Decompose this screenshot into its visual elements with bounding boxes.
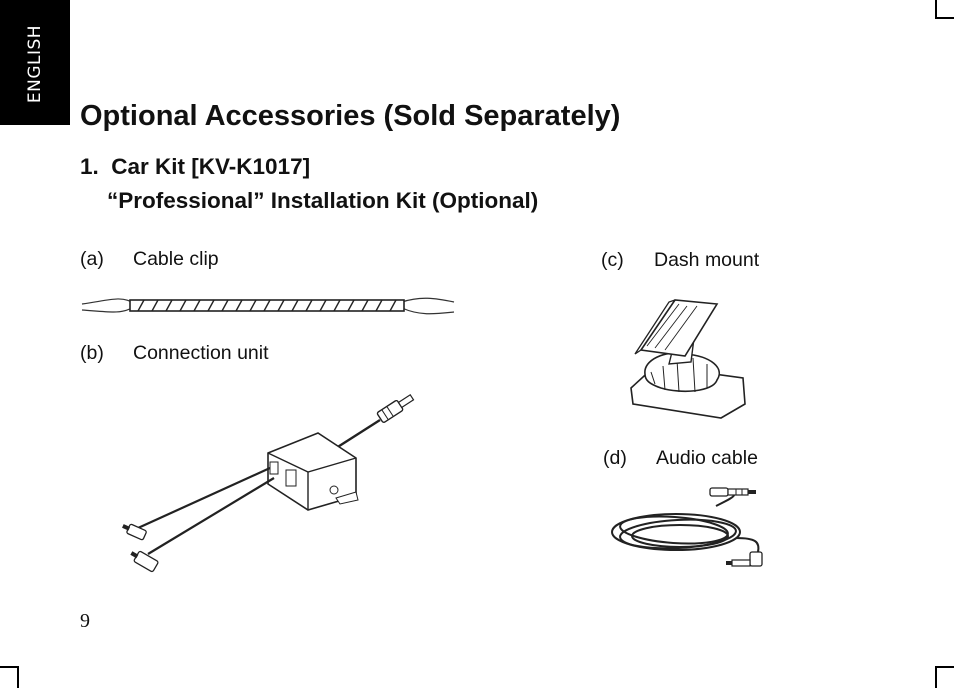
audio-cable-illustration [611,487,763,567]
item-audio-cable: (d) Audio cable [603,447,758,470]
cable-clip-illustration [81,297,455,315]
item-connection-unit: (b) Connection unit [80,342,269,365]
dash-mount-illustration [630,299,746,419]
item-letter: (d) [603,447,627,469]
section-heading: 1. Car Kit [KV-K1017] [80,154,310,180]
item-label: Cable clip [133,248,219,270]
section-number: 1. [80,154,99,179]
connection-unit-illustration [122,393,415,573]
crop-mark-bottom-right-v [935,666,937,688]
item-label: Audio cable [656,447,758,469]
page-number: 9 [80,610,90,632]
item-label: Connection unit [133,342,269,364]
item-label: Dash mount [654,249,760,271]
page-title: Optional Accessories (Sold Separately) [80,100,621,132]
section-name: Car Kit [KV-K1017] [111,154,311,179]
item-dash-mount: (c) Dash mount [601,249,759,272]
item-letter: (a) [80,248,104,270]
crop-mark-top-right-h [935,17,954,19]
language-tab: ENGLISH [0,0,70,125]
crop-mark-bottom-left-v [17,666,19,688]
crop-mark-bottom-left [0,666,19,668]
item-letter: (c) [601,249,624,271]
section-subtitle: “Professional” Installation Kit (Optiona… [107,188,539,213]
crop-mark-top-right [935,0,937,19]
item-letter: (b) [80,342,104,364]
crop-mark-bottom-right [935,666,954,668]
language-tab-label: ENGLISH [25,24,45,104]
item-cable-clip: (a) Cable clip [80,248,219,271]
